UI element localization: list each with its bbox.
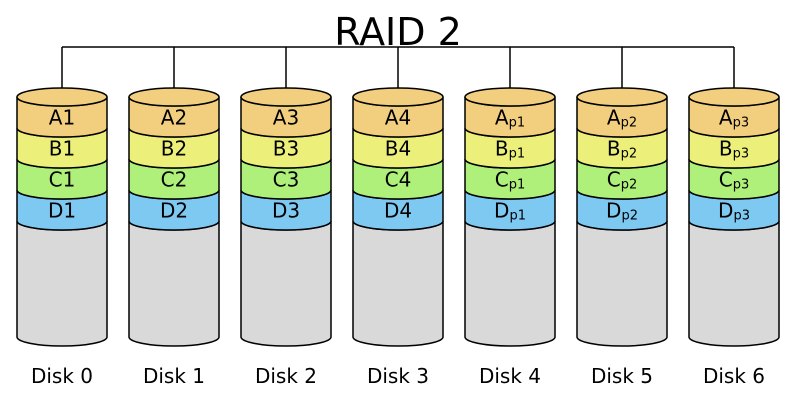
disk-top-cap xyxy=(240,87,332,107)
block-label: D2 xyxy=(160,199,188,223)
block-label: Ap2 xyxy=(607,106,637,131)
block-label: Cp3 xyxy=(719,168,750,193)
block-label: B3 xyxy=(273,137,299,161)
block-label: D3 xyxy=(272,199,300,223)
block-label: D4 xyxy=(384,199,412,223)
controller-bus xyxy=(61,46,735,88)
disk-body xyxy=(128,220,220,347)
block-label: A4 xyxy=(385,106,411,130)
disk-label: Disk 5 xyxy=(591,364,653,388)
disk-label: Disk 2 xyxy=(255,364,317,388)
disk-top-cap xyxy=(576,87,668,107)
block-label: Cp2 xyxy=(607,168,638,193)
block-label: B2 xyxy=(161,137,187,161)
block-label: Bp2 xyxy=(607,137,637,162)
block-label: B4 xyxy=(385,137,411,161)
disk-body xyxy=(240,220,332,347)
disk-body xyxy=(576,220,668,347)
block-label: Dp3 xyxy=(718,199,750,224)
block-label: Dp1 xyxy=(494,199,526,224)
block-label: A2 xyxy=(161,106,187,130)
block-label: Ap3 xyxy=(719,106,749,131)
block-label: Bp1 xyxy=(495,137,525,162)
block-label: C2 xyxy=(161,168,188,192)
disk-label: Disk 6 xyxy=(703,364,765,388)
disk-top-cap xyxy=(352,87,444,107)
block-label: C4 xyxy=(385,168,412,192)
disk-top-cap xyxy=(464,87,556,107)
disk-body xyxy=(352,220,444,347)
block-label: B1 xyxy=(49,137,75,161)
block-label: A1 xyxy=(49,106,75,130)
disk-body xyxy=(464,220,556,347)
disk-body xyxy=(688,220,780,347)
disk-body xyxy=(16,220,108,347)
disk-label: Disk 1 xyxy=(143,364,205,388)
disk-label: Disk 0 xyxy=(31,364,93,388)
disk-label: Disk 4 xyxy=(479,364,541,388)
disk-label: Disk 3 xyxy=(367,364,429,388)
disk-top-cap xyxy=(16,87,108,107)
disk-top-cap xyxy=(688,87,780,107)
block-label: Ap1 xyxy=(495,106,525,131)
disk-top-cap xyxy=(128,87,220,107)
block-label: Cp1 xyxy=(495,168,526,193)
block-label: D1 xyxy=(48,199,76,223)
block-label: Bp3 xyxy=(719,137,749,162)
block-label: Dp2 xyxy=(606,199,638,224)
block-label: C3 xyxy=(273,168,300,192)
block-label: A3 xyxy=(273,106,299,130)
block-label: C1 xyxy=(49,168,76,192)
